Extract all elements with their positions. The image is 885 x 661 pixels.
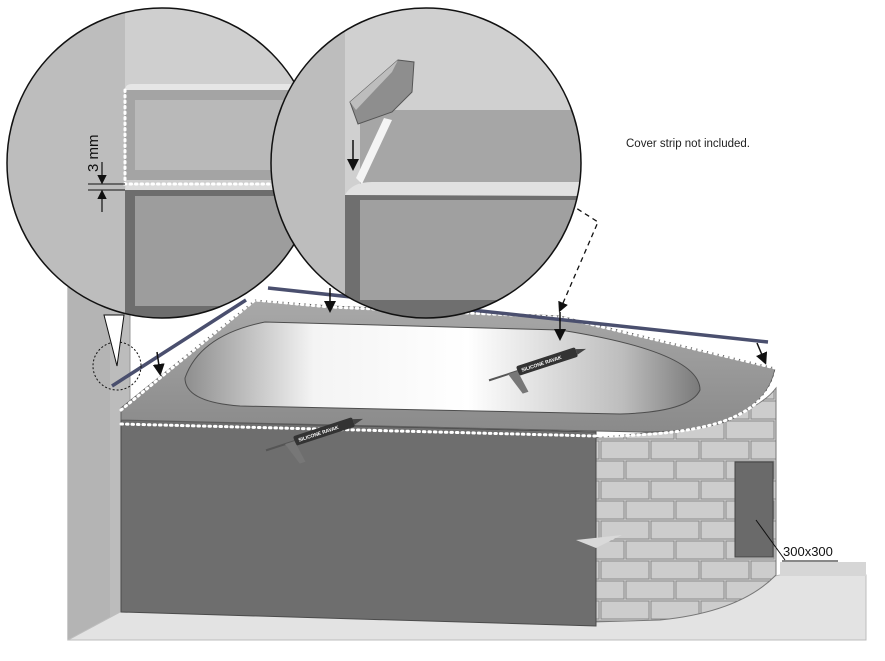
cover-strip-note: Cover strip not included. xyxy=(626,138,751,150)
detail-circle-cover-strip xyxy=(270,7,582,319)
tub-basin xyxy=(184,321,701,415)
detail-pointer xyxy=(103,314,125,367)
hatch-size-label: 300x300 xyxy=(783,544,833,559)
sealant-arrows xyxy=(152,288,768,376)
access-hatch xyxy=(734,461,774,558)
hatch-dimension: 300x300 xyxy=(755,519,838,562)
front-panel xyxy=(120,419,622,627)
gap-dimension-label: 3 mm xyxy=(85,135,102,173)
bathtub xyxy=(120,299,776,433)
floor xyxy=(67,562,867,641)
